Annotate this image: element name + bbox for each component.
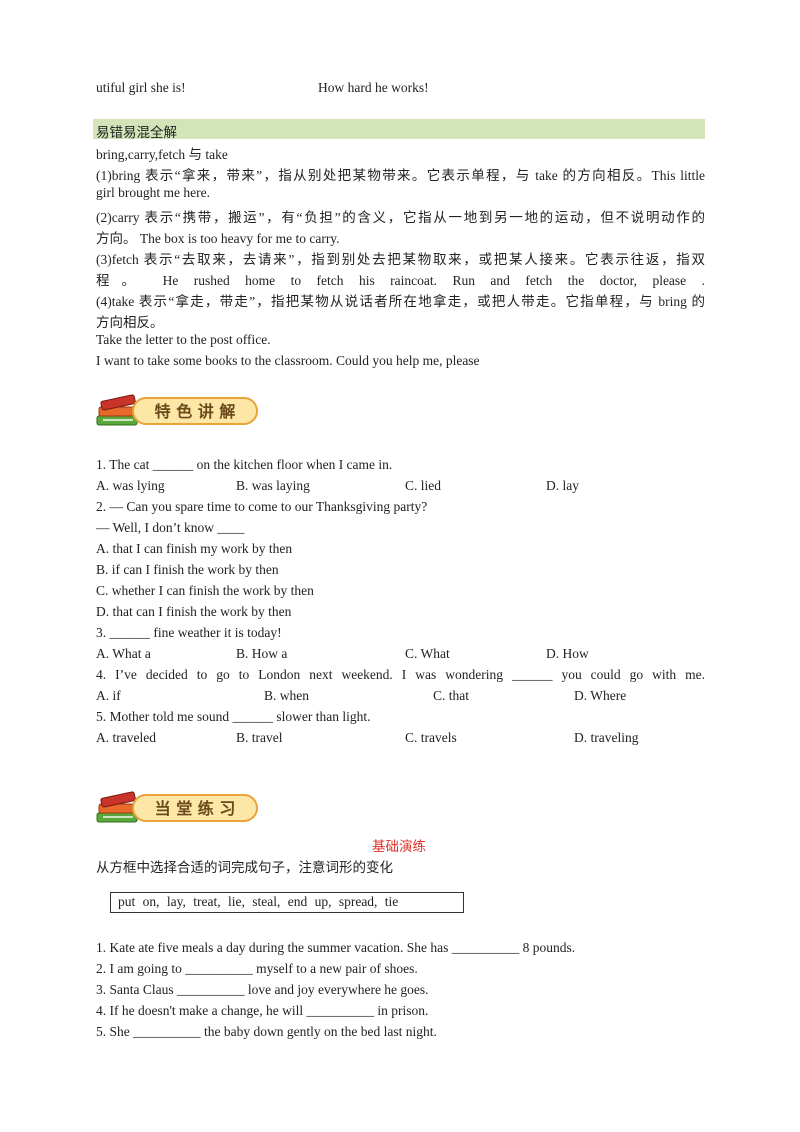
practice-item: 3. Santa Claus __________ love and joy e… [96,982,429,997]
confusion-line: (2)carry 表示“携带，搬运”，有“负担”的含义，它指从一地到另一地的运动… [96,210,705,225]
top-line-left: utiful girl she is! [96,80,186,95]
question-4-option: A. if [96,688,121,703]
question-2-option: B. if can I finish the work by then [96,562,279,577]
question-2-option: A. that I can finish my work by then [96,541,293,556]
books-icon [96,394,138,426]
question-3-option: A. What a [96,646,151,661]
confusion-heading: 易错易混全解 [96,125,177,140]
question-4-stem: 4. I’ve decided to go to London next wee… [96,667,705,682]
question-4-option: C. that [433,688,469,703]
question-4-option: B. when [264,688,309,703]
banner-practice-text: 当 堂 练 习 [155,799,236,818]
question-3-stem: 3. ______ fine weather it is today! [96,625,282,640]
question-1-option: A. was lying [96,478,165,493]
question-1-stem: 1. The cat ______ on the kitchen floor w… [96,457,393,472]
question-5-option: D. traveling [574,730,639,745]
top-line-right: How hard he works! [318,80,429,95]
question-3-option: B. How a [236,646,288,661]
confusion-line: (4)take 表示“拿走，带走”，指把某物从说话者所在地拿走，或把人带走。它指… [96,294,705,309]
section-banner-practice: 当 堂 练 习 [96,791,258,823]
word-box-text: put on, lay, treat, lie, steal, end up, … [118,894,399,909]
confusion-line: 方向。 The box is too heavy for me to carry… [96,231,340,246]
confusion-line: (1)bring 表示“拿来，带来”，指从别处把某物带来。它表示单程，与 tak… [96,168,705,183]
question-5-stem: 5. Mother told me sound ______ slower th… [96,709,371,724]
practice-section-label: 基础演练 [372,839,426,854]
question-1-option: D. lay [546,478,579,493]
confusion-line: 方向相反。 [96,315,164,330]
question-1-option: C. lied [405,478,441,493]
practice-item: 4. If he doesn't make a change, he will … [96,1003,429,1018]
question-2-option: C. whether I can finish the work by then [96,583,314,598]
practice-item: 1. Kate ate five meals a day during the … [96,940,576,955]
confusion-line: Take the letter to the post office. [96,332,271,347]
question-4-option: D. Where [574,688,627,703]
practice-instruction: 从方框中选择合适的词完成句子，注意词形的变化 [96,860,393,875]
practice-item: 5. She __________ the baby down gently o… [96,1024,437,1039]
banner-features-text: 特 色 讲 解 [155,402,236,421]
question-2-stem-reply: — Well, I don’t know ____ [96,520,245,535]
practice-item: 2. I am going to __________ myself to a … [96,961,418,976]
question-1-option: B. was laying [236,478,310,493]
word-box: put on, lay, treat, lie, steal, end up, … [110,892,464,913]
confusion-line: girl brought me here. [96,185,210,200]
confusion-line: I want to take some books to the classro… [96,353,480,368]
question-3-option: D. How [546,646,589,661]
question-2-option: D. that can I finish the work by then [96,604,292,619]
confusion-subtitle: bring,carry,fetch 与 take [96,147,228,162]
question-2-stem: 2. — Can you spare time to come to our T… [96,499,428,514]
confusion-line: 程。 He rushed home to fetch his raincoat.… [96,273,705,288]
question-5-option: B. travel [236,730,283,745]
confusion-heading-bar: 易错易混全解 [93,119,705,140]
question-5-option: C. travels [405,730,457,745]
question-3-option: C. What [405,646,450,661]
section-banner-features: 特 色 讲 解 [96,394,258,426]
books-icon [96,791,138,823]
question-5-option: A. traveled [96,730,156,745]
confusion-line: (3)fetch 表示“去取来，去请来”，指到别处去把某物取来，或把某人接来。它… [96,252,705,267]
